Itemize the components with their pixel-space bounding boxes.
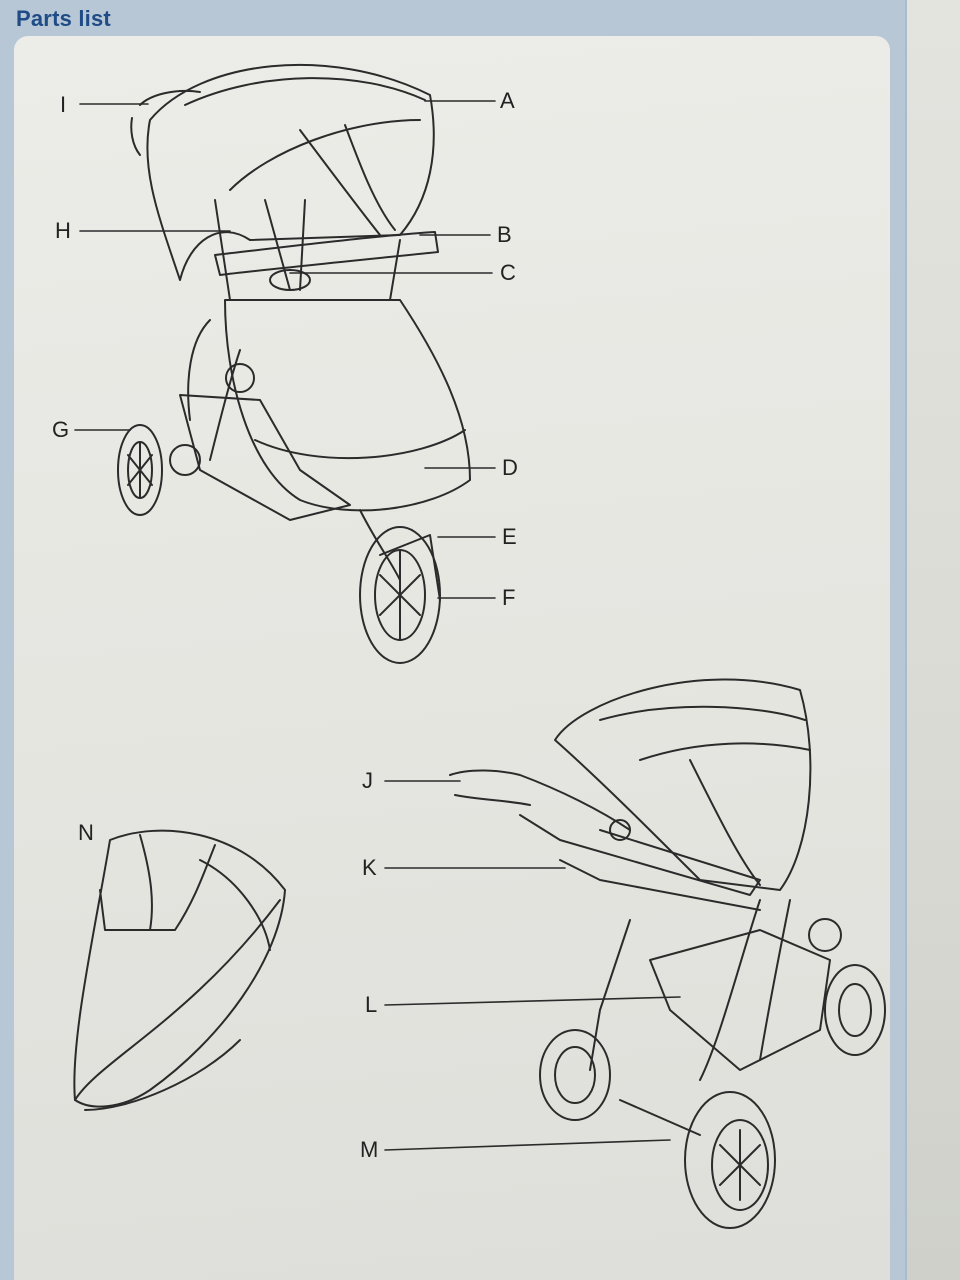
part-label-g: G: [52, 417, 70, 442]
part-label-d: D: [502, 455, 518, 480]
part-label-h: H: [55, 218, 71, 243]
part-label-j: J: [362, 768, 373, 793]
part-label-b: B: [497, 222, 512, 247]
stroller-rear-view: [384, 678, 886, 1229]
part-label-a: A: [500, 88, 515, 113]
part-label-i: I: [60, 92, 67, 117]
part-label-k: K: [362, 855, 377, 880]
part-label-f: F: [502, 585, 516, 610]
stroller-front-view: [74, 63, 496, 664]
rain-cover: [73, 829, 286, 1111]
page-title: Parts list: [16, 6, 111, 31]
part-label-l: L: [365, 992, 378, 1017]
parts-sheet: [14, 36, 890, 1280]
part-label-c: C: [500, 260, 516, 285]
part-label-e: E: [502, 524, 517, 549]
part-label-n: N: [78, 820, 94, 845]
part-label-m: M: [360, 1137, 379, 1162]
